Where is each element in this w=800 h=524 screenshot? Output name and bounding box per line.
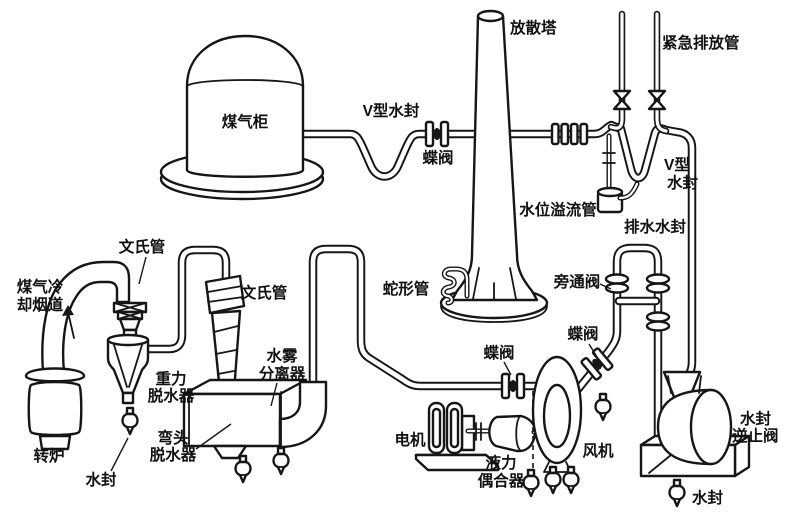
label-emergency-pipe: 紧急排放管 [662,33,740,52]
gravity-dehydrator [106,333,150,405]
label-v-seal-right-2: 水封 [667,173,699,192]
bypass-valve-right [645,273,671,294]
drain-valve [645,311,671,332]
mist-separator-elbow [278,380,328,449]
venturi-tube-2 [204,274,246,394]
flare-stack [439,9,549,323]
label-butterfly-3: 蝶阀 [567,324,598,343]
water-seal-bulb [668,478,686,508]
label-venturi-2: 文氏管 [241,283,288,302]
label-overflow-pipe: 水位溢流管 [519,200,597,219]
label-fan: 风机 [582,441,614,460]
water-seal-check-valve [639,370,751,478]
gas-holder [159,34,325,201]
bypass-valve-left [604,273,630,294]
label-flare-stack: 放散塔 [509,18,557,37]
emergency-discharge-pipes [611,14,666,131]
converter [24,367,86,451]
flow-arrow-icon [62,305,74,316]
water-seal-bulb [522,468,540,498]
label-v-seal-left: V型水封 [363,101,420,120]
water-seal-bulb [594,392,612,422]
label-elbow-2: 脱水器 [150,445,197,464]
drive-shaft [468,422,494,441]
fan [531,355,583,473]
label-gravity-2: 脱水器 [148,386,195,405]
label-butterfly-2: 蝶阀 [483,343,514,362]
water-seal-bulb [234,454,252,484]
label-coupler-1: 液力 [485,453,516,472]
water-seal-bulb [562,465,580,495]
venturi-tube-1 [112,301,148,340]
label-cooling-flue-1: 煤气冷 [17,277,64,296]
butterfly-valve-1 [424,120,450,148]
label-check-valve-2: 逆止阀 [732,426,779,445]
label-drain-seal: 排水水封 [624,217,687,236]
butterfly-valve-2 [500,372,526,400]
label-butterfly-1: 蝶阀 [422,148,453,167]
label-check-valve-1: 水封 [740,409,772,428]
water-seal-bulb [272,446,290,476]
motor [414,401,500,472]
label-mist-2: 分离器 [259,364,306,383]
label-elbow-1: 弯头 [157,428,189,447]
label-bypass-valve: 旁通阀 [553,272,601,291]
label-gravity-1: 重力 [155,369,186,388]
emergency-valve-2 [647,89,667,111]
elbow-dehydrator [182,378,328,460]
emergency-valve-1 [612,89,632,111]
label-v-seal-right-1: V型 [664,156,690,174]
label-gas-holder: 煤气柜 [222,112,269,131]
label-mist-1: 水雾 [266,346,298,365]
label-cooling-flue-2: 却烟道 [17,295,64,314]
water-seal-bulb [121,406,139,436]
label-venturi-1: 文氏管 [119,237,166,256]
label-coupler-2: 偶合器 [478,471,525,490]
label-serpentine: 蛇形管 [383,279,430,298]
label-motor: 电机 [394,430,426,449]
water-level-overflow-pipe [596,136,637,214]
leader-lines [110,256,612,472]
label-converter: 转炉 [33,446,64,465]
label-water-seal-right: 水封 [692,488,724,507]
label-water-seal-left: 水封 [85,470,117,489]
water-seal-bulb [544,465,562,495]
